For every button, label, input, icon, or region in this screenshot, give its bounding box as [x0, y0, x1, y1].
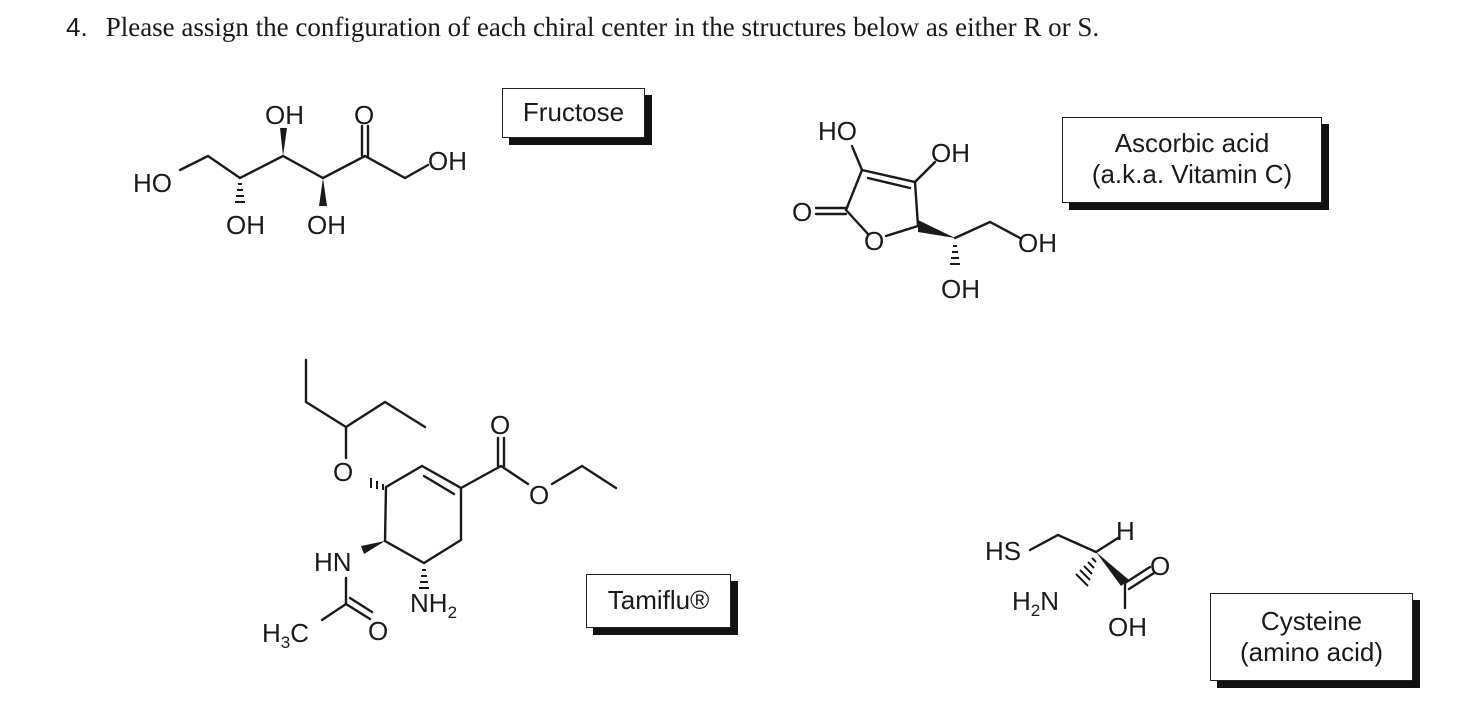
- cysteine-label-box: Cysteine (amino acid): [1210, 593, 1413, 681]
- tamiflu-h3c: H3C: [262, 618, 309, 652]
- ascorbic-ring-c4o: [884, 224, 920, 238]
- fructose-oh-bottom-1: OH: [226, 210, 265, 240]
- fructose-ho-left: HO: [133, 168, 172, 198]
- ascorbic-ring-c3c4: [913, 180, 920, 228]
- tamiflu-label: Tamiflu®: [607, 585, 710, 615]
- ascorbic-side-chain: [953, 220, 1022, 240]
- tamiflu-o-amide: O: [368, 616, 388, 646]
- tamiflu-hash-nh2: [419, 569, 429, 589]
- tamiflu-ring-double: [422, 474, 456, 496]
- tamiflu-wedge-hn: [361, 541, 385, 554]
- cysteine-co-2: [1127, 571, 1156, 591]
- question-prompt: Please assign the configuration of each …: [105, 12, 1100, 42]
- tamiflu-ester-chain: [459, 464, 530, 490]
- cysteine-hs: HS: [985, 536, 1021, 566]
- question-number: 4.: [66, 12, 88, 42]
- cysteine-hash-n: [1075, 557, 1097, 587]
- question-text: 4. Please assign the configuration of eac…: [66, 12, 1099, 43]
- ascorbic-label-line1: Ascorbic acid: [1114, 128, 1270, 158]
- ascorbic-o-ring: O: [864, 226, 884, 256]
- tamiflu-o-carbonyl: O: [490, 410, 510, 440]
- ascorbic-wedge: [918, 220, 955, 238]
- cysteine-co-1: [1123, 565, 1152, 585]
- ascorbic-ring-oc1: [844, 208, 870, 236]
- ascorbic-ring-c2c3-double: [866, 176, 912, 190]
- ascorbic-c2-ho: [850, 144, 864, 172]
- cysteine-label-line1: Cysteine: [1260, 606, 1363, 636]
- tamiflu-structure: O O O HN NH2 H3C O: [262, 358, 618, 652]
- ascorbic-ring-c2c3: [860, 168, 917, 184]
- ascorbic-structure: HO OH O O OH OH: [792, 116, 1057, 304]
- fructose-label: Fructose: [522, 97, 625, 127]
- ascorbic-oh-bottom: OH: [941, 274, 980, 304]
- cysteine-label-line2: (amino acid): [1239, 637, 1384, 667]
- tamiflu-amide-co-2: [348, 596, 374, 614]
- ascorbic-ho-top: HO: [818, 116, 857, 146]
- ascorbic-hash: [950, 245, 960, 265]
- ascorbic-o-carbonyl: O: [792, 197, 812, 227]
- cysteine-c-h: [1094, 536, 1120, 554]
- ascorbic-oh-ring: OH: [931, 138, 970, 168]
- fructose-wedge-c4: [319, 178, 327, 206]
- fructose-hash-c2: [235, 183, 245, 203]
- tamiflu-c-ch3: [320, 602, 348, 622]
- tamiflu-ring: [383, 464, 463, 565]
- ascorbic-label-box: Ascorbic acid (a.k.a. Vitamin C): [1062, 117, 1322, 203]
- tamiflu-label-box: Tamiflu®: [586, 574, 731, 628]
- cysteine-oh: OH: [1108, 612, 1147, 642]
- fructose-oh-right: OH: [428, 146, 467, 176]
- cysteine-hs-ch2: [1028, 533, 1098, 554]
- tamiflu-nh2: NH2: [410, 588, 457, 622]
- fructose-label-box: Fructose: [502, 88, 645, 138]
- fructose-wedge-c3: [280, 128, 287, 156]
- tamiflu-o-ether: O: [333, 457, 353, 487]
- fructose-structure: HO OH O OH OH OH: [133, 100, 467, 240]
- tamiflu-hn: HN: [314, 547, 352, 577]
- tamiflu-hash-o: [370, 478, 384, 490]
- cysteine-h: H: [1116, 516, 1135, 546]
- ascorbic-ring-c1c2: [844, 168, 864, 212]
- cysteine-o: O: [1150, 551, 1170, 581]
- ascorbic-c3-oh: [913, 160, 937, 184]
- tamiflu-ester-ethyl: [550, 464, 618, 490]
- ascorbic-oh-chain: OH: [1018, 228, 1057, 258]
- tamiflu-alkyl-right: [344, 400, 427, 429]
- fructose-o-keto: O: [354, 100, 374, 130]
- tamiflu-amide-co-1: [344, 602, 372, 621]
- fructose-oh-top: OH: [265, 100, 304, 130]
- cysteine-wedge: [1096, 552, 1129, 586]
- cysteine-h2n: H2N: [1012, 586, 1059, 620]
- ascorbic-label-line2: (a.k.a. Vitamin C): [1091, 159, 1293, 189]
- tamiflu-alkyl-left: [304, 358, 348, 429]
- fructose-oh-bottom-2: OH: [307, 210, 346, 240]
- cysteine-structure: HS H O H2N OH: [985, 516, 1170, 642]
- tamiflu-o-ester: O: [529, 480, 549, 510]
- fructose-chain: [178, 154, 430, 180]
